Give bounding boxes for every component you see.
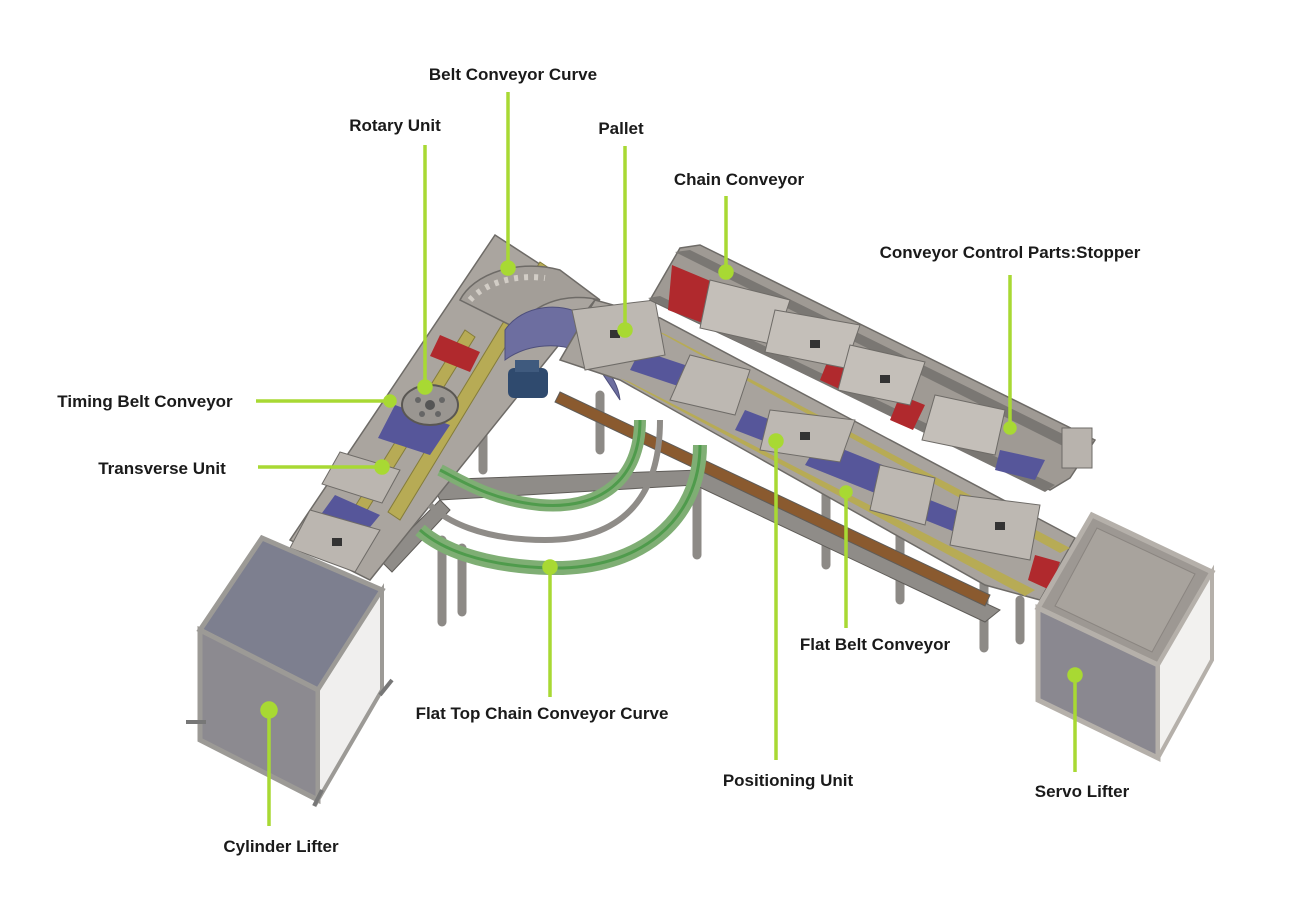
- leader-timing-belt-conveyor: [256, 394, 397, 408]
- callout-labels: Belt Conveyor Curve Rotary Unit Pallet C…: [57, 65, 1140, 856]
- label-flat-belt-conveyor: Flat Belt Conveyor: [800, 635, 951, 654]
- leader-transverse-unit: [258, 459, 390, 475]
- machine-illustration: [186, 233, 1216, 808]
- leader-flat-belt-conveyor: [839, 485, 853, 628]
- chain-conveyor-section: [648, 244, 1097, 492]
- leader-servo-lifter: [1067, 667, 1083, 772]
- label-flat-top-chain-curve: Flat Top Chain Conveyor Curve: [416, 704, 669, 723]
- leader-stopper: [1003, 275, 1017, 435]
- main-flat-belt-conveyor: [558, 299, 1077, 601]
- label-pallet: Pallet: [598, 119, 644, 138]
- callout-leaders: [256, 92, 1083, 826]
- servo-lifter-cabinet: [1034, 511, 1216, 762]
- label-timing-belt-conveyor: Timing Belt Conveyor: [57, 392, 233, 411]
- leader-chain-conveyor: [718, 196, 734, 280]
- label-servo-lifter: Servo Lifter: [1035, 782, 1130, 801]
- label-positioning-unit: Positioning Unit: [723, 771, 854, 790]
- leader-cylinder-lifter: [260, 701, 278, 826]
- label-rotary-unit: Rotary Unit: [349, 116, 441, 135]
- leader-flat-top-chain-curve: [542, 559, 558, 697]
- leader-pallet: [617, 146, 633, 338]
- leader-belt-conveyor-curve: [500, 92, 516, 276]
- label-chain-conveyor: Chain Conveyor: [674, 170, 805, 189]
- rotary-unit-disc: [401, 384, 459, 426]
- label-stopper: Conveyor Control Parts:Stopper: [880, 243, 1141, 262]
- label-belt-conveyor-curve: Belt Conveyor Curve: [429, 65, 597, 84]
- flat-top-chain-curve-section: [415, 419, 707, 576]
- label-transverse-unit: Transverse Unit: [98, 459, 226, 478]
- label-cylinder-lifter: Cylinder Lifter: [223, 837, 339, 856]
- leader-rotary-unit: [417, 145, 433, 395]
- cylinder-lifter-cabinet: [186, 534, 394, 808]
- leader-positioning-unit: [768, 433, 784, 760]
